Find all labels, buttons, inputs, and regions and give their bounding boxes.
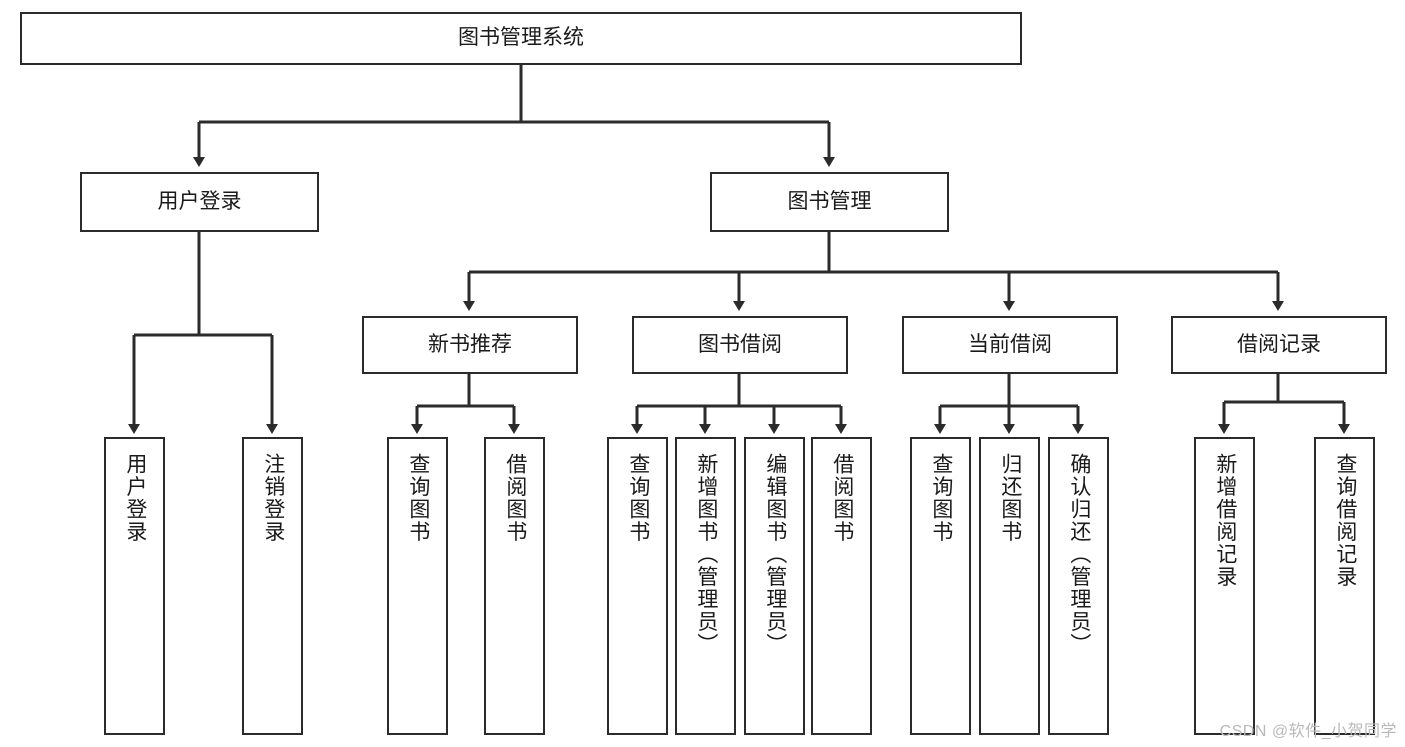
- node-new-book-recommend[interactable]: 新书推荐: [362, 316, 578, 374]
- node-book-management[interactable]: 图书管理: [710, 172, 949, 232]
- leaf-query-book-borrow[interactable]: 查询图书: [607, 437, 668, 735]
- leaf-borrow-book-recommend[interactable]: 借阅图书: [484, 437, 545, 735]
- edge-borrow-record-to-leaves: [1218, 374, 1350, 434]
- node-label: 确认归还（管理员）: [1067, 453, 1091, 656]
- leaf-query-book-recommend[interactable]: 查询图书: [387, 437, 448, 735]
- node-borrow-record[interactable]: 借阅记录: [1171, 316, 1387, 374]
- leaf-return-book[interactable]: 归还图书: [979, 437, 1040, 735]
- node-label: 编辑图书（管理员）: [763, 453, 787, 656]
- edge-book-borrow-to-leaves: [631, 374, 847, 434]
- leaf-logout-login[interactable]: 注销登录: [242, 437, 303, 735]
- csdn-watermark: CSDN @软件_小贺同学: [1219, 723, 1397, 740]
- node-label: 当前借阅: [968, 332, 1052, 356]
- node-label: 查询图书: [406, 453, 430, 543]
- node-label: 用户登录: [123, 453, 147, 543]
- edge-current-borrow-to-leaves: [934, 374, 1084, 434]
- leaf-add-book-admin[interactable]: 新增图书（管理员）: [675, 437, 736, 735]
- node-label: 新增借阅记录: [1213, 453, 1237, 588]
- node-label: 注销登录: [261, 453, 285, 543]
- node-label: 查询图书: [929, 453, 953, 543]
- leaf-add-borrow-record[interactable]: 新增借阅记录: [1194, 437, 1255, 735]
- edge-new-book-recommend-to-leaves: [411, 374, 520, 434]
- edge-user-login-to-leaves: [128, 232, 278, 434]
- node-label: 图书管理系统: [458, 26, 584, 50]
- leaf-query-book-current[interactable]: 查询图书: [910, 437, 971, 735]
- node-label: 图书管理: [787, 189, 872, 213]
- node-label: 归还图书: [998, 453, 1022, 543]
- node-label: 新书推荐: [428, 332, 512, 356]
- node-label: 新增图书（管理员）: [694, 453, 718, 656]
- edge-book-management-to-level3: [463, 232, 1284, 311]
- leaf-confirm-return-admin[interactable]: 确认归还（管理员）: [1048, 437, 1109, 735]
- node-label: 用户登录: [157, 189, 242, 213]
- leaf-edit-book-admin[interactable]: 编辑图书（管理员）: [744, 437, 805, 735]
- leaf-user-login[interactable]: 用户登录: [104, 437, 165, 735]
- leaf-borrow-book[interactable]: 借阅图书: [811, 437, 872, 735]
- node-book-borrow[interactable]: 图书借阅: [632, 316, 848, 374]
- node-label: 借阅图书: [830, 453, 854, 543]
- node-current-borrow[interactable]: 当前借阅: [902, 316, 1118, 374]
- node-label: 查询图书: [626, 453, 650, 543]
- node-label: 借阅记录: [1237, 332, 1321, 356]
- node-user-login[interactable]: 用户登录: [80, 172, 319, 232]
- node-label: 查询借阅记录: [1333, 453, 1357, 588]
- node-label: 借阅图书: [503, 453, 527, 543]
- node-root-system[interactable]: 图书管理系统: [20, 12, 1022, 65]
- node-label: 图书借阅: [698, 332, 782, 356]
- edge-root-to-level2: [193, 65, 835, 167]
- leaf-query-borrow-record[interactable]: 查询借阅记录: [1314, 437, 1375, 735]
